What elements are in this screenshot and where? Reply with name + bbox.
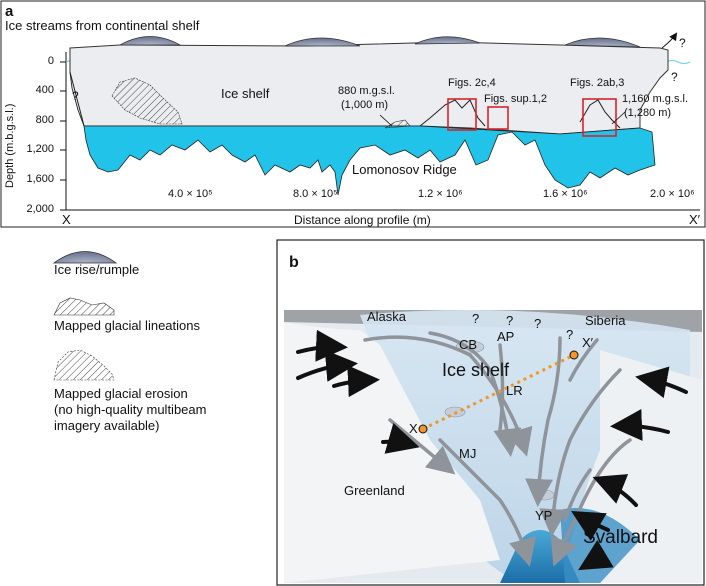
yp-label: YP [535, 508, 553, 523]
question-mark-b3: ? [534, 316, 542, 331]
panel-b-frame [276, 239, 705, 586]
question-mark-right-mid: ? [671, 70, 678, 84]
question-mark-left: ? [72, 89, 79, 103]
cb-label: CB [459, 337, 478, 352]
x-start-label: X [62, 212, 71, 227]
legend-erosion-label-2: (no high-quality multibeam [54, 402, 207, 417]
x-tick-2-0e6: 2.0 × 10⁶ [650, 188, 695, 200]
seafloor-water [83, 125, 656, 196]
y-tick-800: 800 [35, 114, 54, 126]
greenland-label: Greenland [344, 483, 405, 498]
legend-erosion-label-3: imagery available) [54, 418, 160, 433]
x-end-label: X′ [689, 212, 701, 227]
fig-2ab3-box [582, 98, 617, 137]
ice-rises [118, 36, 641, 48]
ice-shelf-label: Ice shelf [221, 86, 270, 101]
annotation-880-corrected: (1,000 m) [341, 99, 389, 111]
lr-label: LR [506, 383, 523, 398]
ice-shelf-map-label: Ice shelf [442, 360, 510, 380]
x-tick-8e5: 8.0 × 10⁵ [293, 188, 338, 200]
fig-sup-label: Figs. sup.1,2 [484, 93, 547, 105]
question-mark-b1: ? [472, 311, 480, 326]
point-x-prime-label: X′ [582, 335, 594, 350]
x-tick-4e5: 4.0 × 10⁵ [168, 188, 213, 200]
leader-1160 [611, 111, 626, 125]
inflow-arrows [296, 329, 688, 571]
siberia-label: Siberia [585, 313, 626, 328]
y-tick-2000: 2,000 [26, 203, 54, 215]
point-x [418, 424, 428, 434]
lineations-region-ridge [384, 119, 411, 129]
question-mark-right-top: ? [679, 36, 686, 50]
panel-b-label: b [289, 254, 299, 271]
legend-ice-rise-label: Ice rise/rumple [54, 262, 140, 277]
leader-880 [379, 114, 393, 127]
fig-2c4-label: Figs. 2c,4 [448, 77, 496, 89]
alaska-label: Alaska [367, 309, 407, 324]
panel-a-label: a [5, 3, 14, 20]
y-tick-0: 0 [47, 55, 54, 67]
panel-a-frame [0, 0, 706, 228]
y-axis-label: Depth (m.b.g.s.l.) [4, 103, 16, 188]
point-x-prime [569, 350, 579, 360]
panel-a-title: Ice streams from continental shelf [5, 18, 200, 33]
x-tick-1-2e6: 1.2 × 10⁶ [418, 188, 463, 200]
x-axis-label: Distance along profile (m) [294, 213, 431, 227]
annotation-1160-depth: 1,160 m.g.s.l. [622, 93, 689, 105]
annotation-1160-corrected: (1,280 m) [624, 107, 672, 119]
ice-flow-arrows [363, 331, 632, 567]
y-tick-400: 400 [35, 84, 54, 96]
y-tick-1200: 1,200 [26, 143, 54, 155]
annotation-880-depth: 880 m.g.s.l. [338, 85, 395, 97]
ap-label: AP [497, 329, 515, 344]
panel-a-axes [60, 52, 700, 211]
mj-label: MJ [459, 446, 477, 461]
legend-erosion-label-1: Mapped glacial erosion [54, 386, 188, 401]
profile-line [422, 353, 575, 431]
legend-lineations-icon [53, 297, 115, 316]
x-tick-1-6e6: 1.6 × 10⁶ [543, 188, 588, 200]
y-tick-1600: 1,600 [26, 173, 54, 185]
question-mark-b4: ? [566, 327, 574, 342]
point-x-label: X [409, 421, 418, 436]
legend-erosion-icon [53, 349, 115, 381]
fig-sup-box [487, 106, 509, 130]
question-mark-b2: ? [506, 313, 514, 328]
legend-lineations-label: Mapped glacial lineations [54, 318, 200, 333]
fig-2ab3-label: Figs. 2ab,3 [570, 77, 625, 89]
legend-ice-rise-icon [52, 251, 118, 264]
lomonosov-ridge-label: Lomonosov Ridge [352, 162, 457, 177]
lineations-region [111, 77, 183, 125]
fig-2c4-box [447, 98, 477, 131]
right-edge-arrow [661, 32, 678, 49]
svalbard-label: Svalbard [583, 527, 658, 548]
